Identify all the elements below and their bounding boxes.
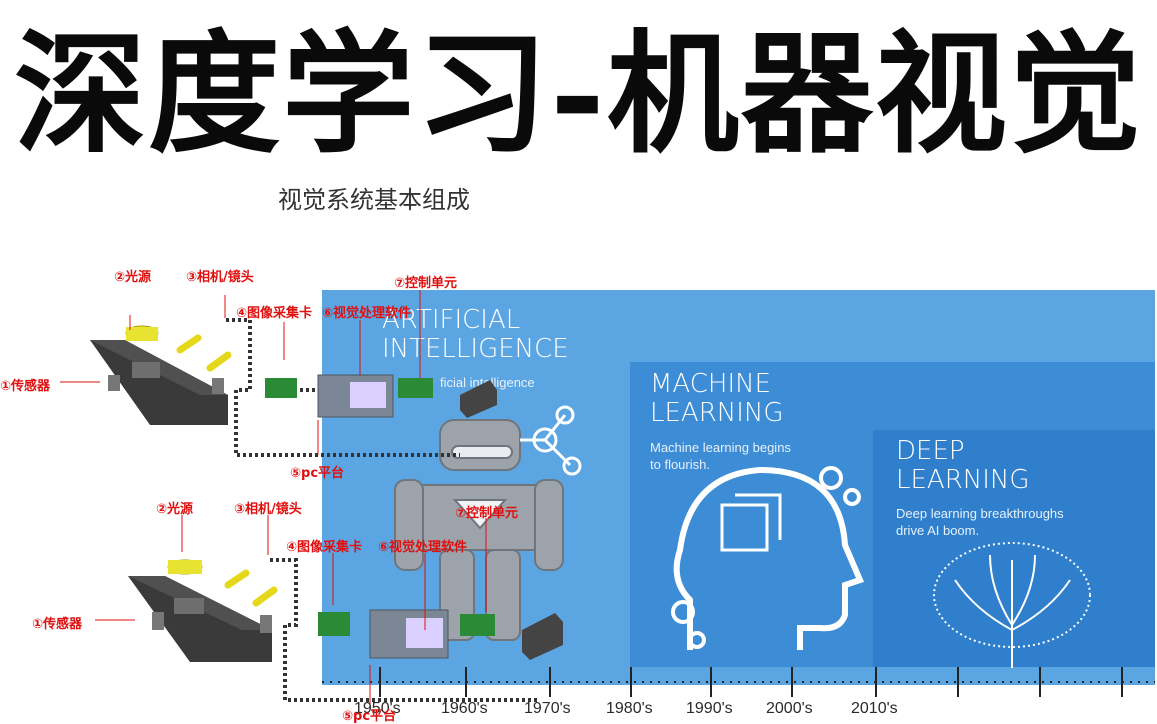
pc-label: ⑤pc平台 xyxy=(290,466,345,481)
camera-label: ③相机/镜头 xyxy=(234,502,302,517)
dl-panel xyxy=(873,430,1155,667)
brain-tree-icon xyxy=(933,542,1091,668)
page-subtitle: 视觉系统基本组成 xyxy=(278,186,470,214)
software-label: ⑥视觉处理软件 xyxy=(378,540,468,555)
sensor-label: ①传感器 xyxy=(32,617,83,632)
head-icon xyxy=(673,466,865,650)
robot-illustration xyxy=(394,419,564,641)
gears-icon xyxy=(671,466,861,649)
timeline-label: 2010's xyxy=(851,700,898,717)
light-label: ②光源 xyxy=(156,502,194,517)
dl-desc: Deep learning breakthroughs drive AI boo… xyxy=(896,506,1064,538)
timeline-label: 1970's xyxy=(524,700,571,717)
dl-title: DEEP LEARNING xyxy=(896,436,1030,496)
control-label: ⑦控制单元 xyxy=(455,506,519,521)
camera-label: ③相机/镜头 xyxy=(186,270,254,285)
card-label: ④图像采集卡 xyxy=(286,540,363,555)
page-title: 深度学习-机器视觉 xyxy=(14,17,1143,172)
timeline-label: 1980's xyxy=(606,700,653,717)
ml-desc: Machine learning begins to flourish. xyxy=(650,440,791,472)
timeline-label: 1960's xyxy=(441,700,488,717)
vision-system-diagram-2 xyxy=(95,515,563,705)
timeline-label: 2000's xyxy=(766,700,813,717)
card-label: ④图像采集卡 xyxy=(236,306,313,321)
timeline-axis xyxy=(322,667,1155,697)
ml-title: MACHINE LEARNING xyxy=(650,369,784,429)
timeline-label: 1950's xyxy=(354,700,401,717)
software-label: ⑥视觉处理软件 xyxy=(322,306,412,321)
ai-title: ARTIFICIAL INTELLIGENCE xyxy=(382,305,569,365)
control-label: ⑦控制单元 xyxy=(394,276,458,291)
vision-system-diagram-1 xyxy=(60,290,497,457)
pc-label: ⑤pc平台 xyxy=(342,709,397,724)
timeline-label: 1990's xyxy=(686,700,733,717)
light-label: ②光源 xyxy=(114,270,152,285)
molecule-icon xyxy=(520,405,582,476)
sensor-label: ①传感器 xyxy=(0,379,51,394)
